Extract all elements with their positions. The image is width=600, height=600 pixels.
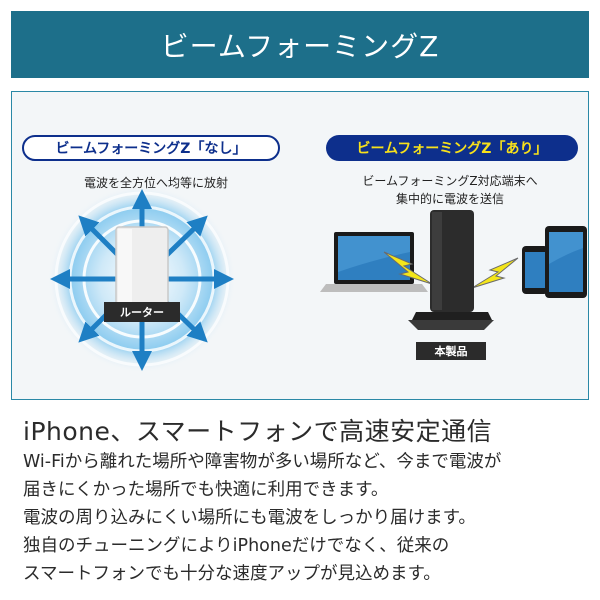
with-caption-line1: ビームフォーミングZ対応端末へ [362,174,538,188]
description-line: 届きにくかった場所でも快適に利用できます。 [23,480,389,500]
header-title: ビームフォーミングZ [160,29,440,63]
router-icon [115,226,169,312]
tablet-icon [545,226,587,298]
section-heading: iPhone、スマートフォンで高速安定通信 [23,417,493,446]
without-beamforming-label: ビームフォーミングZ「なし」 [22,135,280,161]
laptop-icon [320,232,428,292]
with-caption: ビームフォーミングZ対応端末へ 集中的に電波を送信 [312,172,588,208]
description-text: Wi-Fiから離れた場所や障害物が多い場所など、今まで電波が 届きにくかった場所… [23,448,583,588]
phone-icon [522,246,548,294]
comparison-panel: ビームフォーミングZ「なし」 ビームフォーミングZ「あり」 電波を全方位へ均等に… [11,91,589,400]
product-router-icon [408,210,494,330]
description-line: 独自のチューニングによりiPhoneだけでなく、従来の [23,536,450,556]
without-caption: 電波を全方位へ均等に放射 [83,176,228,190]
description-line: スマートフォンでも十分な速度アップが見込めます。 [23,564,441,584]
omnidirectional-illustration [48,187,236,373]
description-line: Wi-Fiから離れた場所や障害物が多い場所など、今まで電波が [23,452,502,472]
description-line: 電波の周り込みにくい場所にも電波をしっかり届けます。 [23,508,476,528]
header-banner: ビームフォーミングZ [11,11,589,78]
router-label: ルーター [104,302,180,322]
beamforming-illustration [320,210,587,330]
with-caption-line2: 集中的に電波を送信 [395,192,504,206]
with-beamforming-label: ビームフォーミングZ「あり」 [326,135,578,161]
product-label: 本製品 [416,342,486,360]
